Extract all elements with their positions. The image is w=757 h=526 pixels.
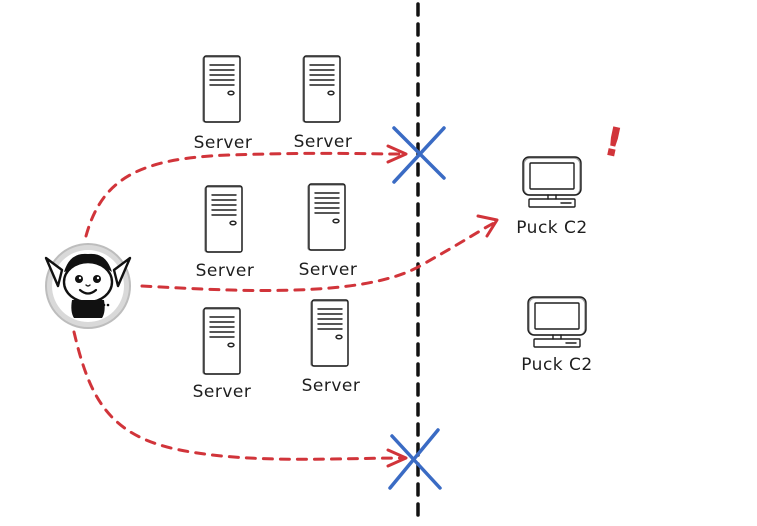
computer-1: Puck C2 [516, 156, 588, 238]
server-tower-icon [307, 183, 346, 251]
server-label: Server [294, 132, 353, 152]
server-2: Server [294, 55, 353, 152]
computer-label: Puck C2 [521, 355, 593, 375]
alert-mark: ! [600, 119, 627, 168]
server-tower-icon [202, 307, 241, 375]
computer-label: Puck C2 [516, 218, 588, 238]
attack-path-middle [140, 214, 499, 293]
server-label: Server [194, 133, 253, 153]
x-mark-icon [388, 428, 442, 490]
server-5: Server [193, 307, 252, 402]
server-tower-icon [204, 185, 243, 253]
server-tower-icon [302, 55, 341, 123]
server-tower-icon [202, 55, 241, 123]
x-mark-icon [392, 126, 446, 184]
server-3: Server [196, 185, 255, 281]
server-1: Server [194, 55, 253, 153]
goblin-mascot-icon [44, 243, 132, 329]
server-tower-icon [310, 299, 349, 367]
computer-2: Puck C2 [521, 296, 593, 375]
server-label: Server [299, 260, 358, 280]
server-label: Server [193, 382, 252, 402]
attack-path-bottom [72, 330, 408, 468]
server-label: Server [196, 261, 255, 281]
desktop-computer-icon [527, 296, 587, 348]
server-6: Server [302, 299, 361, 396]
desktop-computer-icon [522, 156, 582, 208]
server-label: Server [302, 376, 361, 396]
server-4: Server [299, 183, 358, 280]
attack-path-top [84, 144, 408, 238]
